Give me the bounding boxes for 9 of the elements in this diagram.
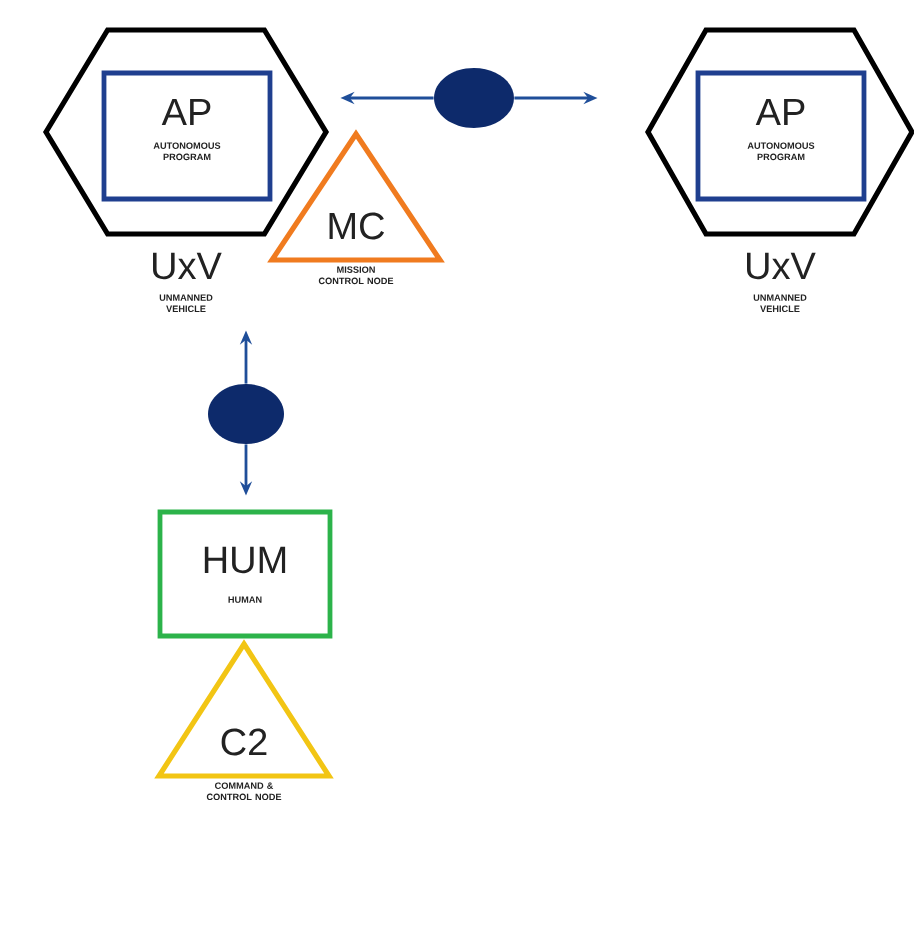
title-text: AP <box>755 98 805 126</box>
title-text: MC <box>329 212 385 240</box>
title-text: HUM <box>204 546 286 574</box>
title-text: C2 <box>221 728 267 756</box>
title-text: AP <box>161 98 211 126</box>
title-text: UxV <box>153 252 222 280</box>
ellipse-node <box>208 384 284 444</box>
ellipse-node <box>434 68 514 128</box>
title-text: UxV <box>747 252 816 280</box>
